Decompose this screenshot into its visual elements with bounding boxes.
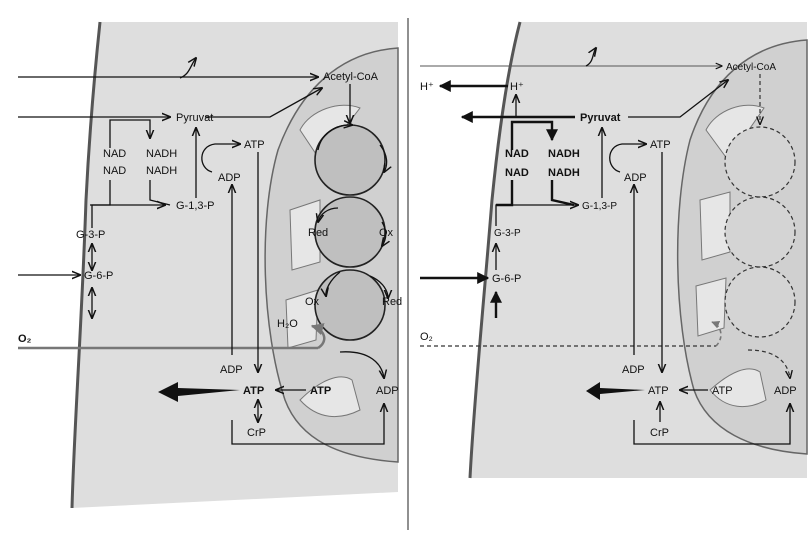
right-label-o2: O₂ <box>420 331 433 343</box>
right-adp-to-atp-arrow <box>609 144 646 173</box>
left-pyruvat-to-acetyl-arrow <box>205 88 322 118</box>
right-label-atp-right: ATP <box>712 385 733 397</box>
left-label-ox-2: Ox <box>305 296 320 308</box>
right-label-atp-top: ATP <box>650 139 671 151</box>
left-crista-3 <box>285 289 319 349</box>
left-crista-2 <box>289 199 321 271</box>
left-label-h2o: H₂O <box>277 318 298 330</box>
left-nad-loop-top <box>109 119 150 148</box>
left-membrane-arrow <box>179 58 196 79</box>
right-panel: Acetyl-CoA H⁺ H⁺ Pyruvat NAD NAD NADH NA… <box>420 21 808 479</box>
left-bottom-return-line <box>231 404 384 445</box>
right-label-nad-1: NAD <box>505 148 529 160</box>
right-crista-3 <box>695 277 727 337</box>
right-label-g3p: G-3-P <box>494 228 521 239</box>
left-label-nad-1: NAD <box>103 148 126 160</box>
left-label-adp-low: ADP <box>220 364 243 376</box>
right-bottom-return-line <box>633 404 790 445</box>
left-big-output-arrow <box>158 382 240 402</box>
right-cycle-2 <box>724 196 796 268</box>
right-oxygen-arrow <box>711 320 722 347</box>
right-nadh-loop <box>550 180 575 207</box>
left-adp-to-atp-arrow <box>201 144 240 173</box>
left-cycle-arrow-1 <box>317 125 352 151</box>
left-label-pyruvat: Pyruvat <box>176 112 213 124</box>
right-label-h-in: H⁺ <box>510 81 524 93</box>
right-cycle-1 <box>724 126 796 198</box>
left-label-o2: O₂ <box>18 333 32 345</box>
left-label-g13p: G-1,3-P <box>176 200 215 212</box>
left-label-nadh-2: NADH <box>146 165 177 177</box>
right-nad-loop-top <box>510 120 558 150</box>
left-cycle-arrow-2 <box>379 144 387 172</box>
right-label-nad-2: NAD <box>505 167 529 179</box>
right-output-arrow <box>586 382 645 400</box>
right-label-h-out: H⁺ <box>420 81 434 93</box>
left-label-acetyl-coa: Acetyl-CoA <box>323 71 379 83</box>
left-label-adp-mid: ADP <box>218 172 241 184</box>
right-crista-1 <box>705 104 765 161</box>
left-oxygen-arrow <box>310 323 326 350</box>
right-label-atp-bottom: ATP <box>648 385 669 397</box>
left-label-adp-right: ADP <box>376 385 399 397</box>
right-label-adp-mid: ADP <box>624 172 647 184</box>
right-label-nadh-2: NADH <box>548 167 580 179</box>
left-label-ox-1: Ox <box>379 227 394 239</box>
left-label-nad-2: NAD <box>103 165 126 177</box>
left-label-red-1: Red <box>308 227 328 239</box>
right-crista-2 <box>699 191 731 261</box>
left-cell-membrane <box>70 21 102 509</box>
left-panel: Acetyl-CoA Pyruvat NAD NAD NADH NADH ATP… <box>18 21 402 509</box>
right-label-g6p: G-6-P <box>492 273 521 285</box>
right-membrane-arrow <box>585 48 596 67</box>
left-label-red-2: Red <box>382 296 402 308</box>
right-cycle-3 <box>724 266 796 338</box>
left-cycle-arrow-5 <box>326 271 341 296</box>
right-label-crp: CrP <box>650 427 669 439</box>
left-crista-4 <box>299 376 361 418</box>
left-label-atp-bottom: ATP <box>243 385 264 397</box>
right-pyruvat-to-acetyl-arrow <box>628 80 728 118</box>
right-label-adp-low: ADP <box>622 364 645 376</box>
left-adp-from-cycle-arrow <box>339 351 384 378</box>
right-crista-4 <box>709 368 767 408</box>
right-label-g13p: G-1,3-P <box>582 201 617 212</box>
right-cell-membrane <box>468 21 522 479</box>
left-label-atp-top: ATP <box>244 139 265 151</box>
right-label-acetyl-coa: Acetyl-CoA <box>726 62 776 73</box>
left-label-nadh-1: NADH <box>146 148 177 160</box>
right-label-pyruvat: Pyruvat <box>580 112 621 124</box>
right-adp-from-cycle-arrow <box>747 349 790 378</box>
left-cycle-arrow-6 <box>369 275 388 298</box>
right-label-adp-right: ADP <box>774 385 797 397</box>
left-label-crp: CrP <box>247 427 266 439</box>
right-label-nadh-1: NADH <box>548 148 580 160</box>
left-g3p-to-g13p-arrow <box>91 205 165 228</box>
right-g3p-to-g13p-arrow <box>495 205 578 226</box>
left-label-g3p: G-3-P <box>76 229 105 241</box>
left-cycle-arrow-3 <box>318 207 339 222</box>
left-label-g6p: G-6-P <box>84 270 113 282</box>
left-cycle-arrow-4 <box>382 221 386 246</box>
left-label-atp-right: ATP <box>310 385 331 397</box>
left-cycle-3 <box>314 269 386 341</box>
